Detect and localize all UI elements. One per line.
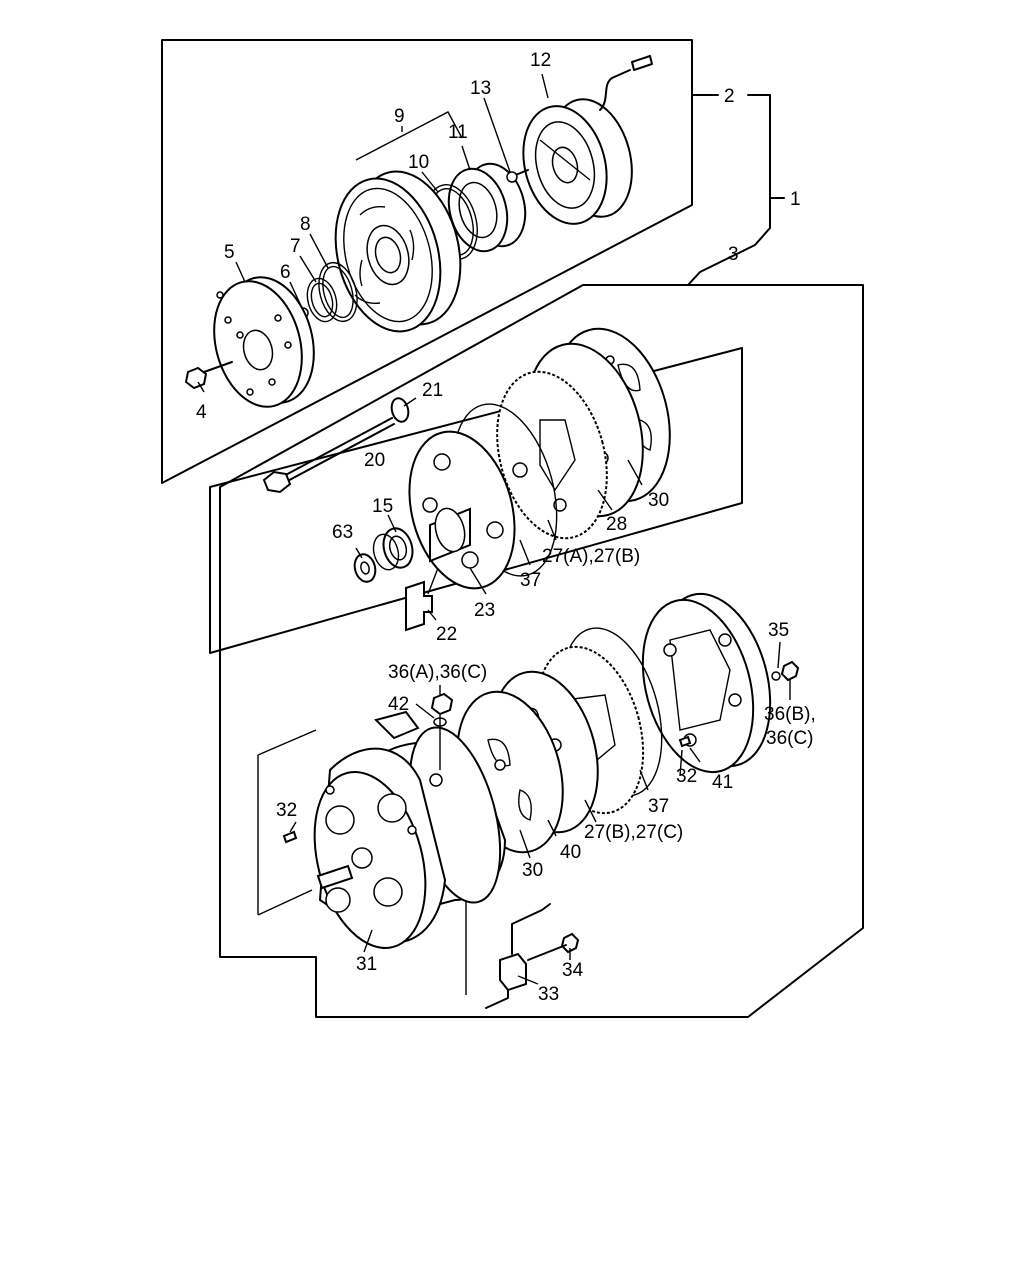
callout-5: 5 (224, 242, 235, 263)
part-32-pin-right (678, 735, 692, 748)
part-36b-bolt (771, 660, 800, 682)
callout-36b: 36(B), (764, 704, 816, 725)
callout-36c: 36(C) (766, 728, 814, 749)
callout-23: 23 (474, 600, 495, 621)
part-9-pulley (334, 170, 462, 333)
callout-31: 31 (356, 954, 377, 975)
part-11-bearing (447, 162, 527, 253)
callout-36ac: 36(A),36(C) (388, 662, 487, 683)
callout-42: 42 (388, 694, 409, 715)
callout-2: 2 (724, 86, 735, 107)
callout-6: 6 (280, 262, 291, 283)
callout-30-lower: 30 (522, 860, 543, 881)
part-21-washer (390, 397, 410, 423)
part-13-screw (506, 169, 529, 183)
callout-63: 63 (332, 522, 353, 543)
callout-20: 20 (364, 450, 385, 471)
callout-3: 3 (728, 244, 739, 265)
callout-28: 28 (606, 514, 627, 535)
frame-compressor-group (219, 284, 864, 1018)
callout-21: 21 (422, 380, 443, 401)
part-63-washer (353, 553, 377, 583)
callout-11: 11 (448, 122, 468, 143)
part-23-front-head (408, 430, 516, 590)
part-41-rear-head (641, 592, 772, 774)
callout-7: 7 (290, 236, 301, 257)
callout-labels: 12 2 13 9 11 10 1 8 7 5 6 3 4 21 20 30 1… (196, 50, 816, 1005)
frame-clutch-group (161, 39, 693, 484)
leader-lines (197, 73, 791, 985)
part-33-thermal-switch (485, 903, 551, 1009)
callout-27ab: 27(A),27(B) (542, 546, 640, 567)
callout-15: 15 (372, 496, 393, 517)
callout-27bc: 27(B),27(C) (584, 822, 683, 843)
callout-12: 12 (530, 50, 551, 71)
part-5-drive-plate (213, 276, 315, 408)
callout-8: 8 (300, 214, 311, 235)
callout-35: 35 (768, 620, 789, 641)
part-12-field-coil (522, 55, 653, 225)
part-31-cylinder-body (313, 710, 507, 949)
callout-32-right: 32 (676, 766, 697, 787)
callout-1: 1 (790, 189, 801, 210)
part-32-pin-left (282, 830, 298, 844)
assembly-bracket (687, 94, 785, 286)
part-34-screw (527, 932, 580, 961)
callout-22: 22 (436, 624, 457, 645)
part-20-through-bolt (262, 417, 395, 494)
callout-9: 9 (394, 106, 405, 127)
part-7-shim (306, 277, 338, 323)
callout-10: 10 (408, 152, 429, 173)
callout-4: 4 (196, 402, 207, 423)
callout-34: 34 (562, 960, 584, 981)
callout-32-left: 32 (276, 800, 297, 821)
part-36a-bolt (430, 692, 454, 770)
part-4-bolt (184, 361, 233, 390)
callout-37-lower: 37 (648, 796, 669, 817)
callout-40: 40 (560, 842, 581, 863)
part-27-gasket (496, 370, 608, 540)
part-8-ring (318, 261, 358, 323)
callout-41: 41 (712, 772, 733, 793)
callout-13: 13 (470, 78, 491, 99)
callout-37-upper: 37 (520, 570, 541, 591)
callout-30-upper: 30 (648, 490, 669, 511)
part-22-key (405, 567, 439, 632)
part-15-shaft-seal (372, 527, 414, 571)
frame-body-subgroup (257, 729, 467, 995)
callout-33: 33 (538, 984, 559, 1005)
